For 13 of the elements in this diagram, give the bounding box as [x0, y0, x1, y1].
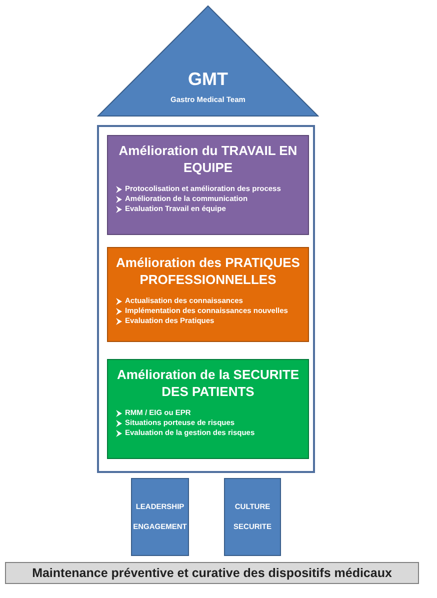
title-text: GMT [187, 69, 229, 90]
base-label: Maintenance préventive et curative des dispositifs médicaux [32, 566, 392, 580]
pillar-panel [107, 247, 309, 342]
roof-triangle [97, 5, 319, 117]
base-bar [5, 562, 419, 584]
foundation-pillar [131, 478, 189, 556]
pillar-panel [107, 359, 309, 459]
pillar-panel [107, 135, 309, 235]
panel-heading: Amélioration du TRAVAIL EN EQUIPE [118, 142, 298, 176]
house-frame [97, 125, 315, 473]
foundation-pillar [224, 478, 281, 556]
panel-heading: Amélioration des PRATIQUES PROFESSIONNELLES [116, 254, 300, 288]
panel-heading: Amélioration de la SECURITE DES PATIENTS [116, 366, 300, 400]
